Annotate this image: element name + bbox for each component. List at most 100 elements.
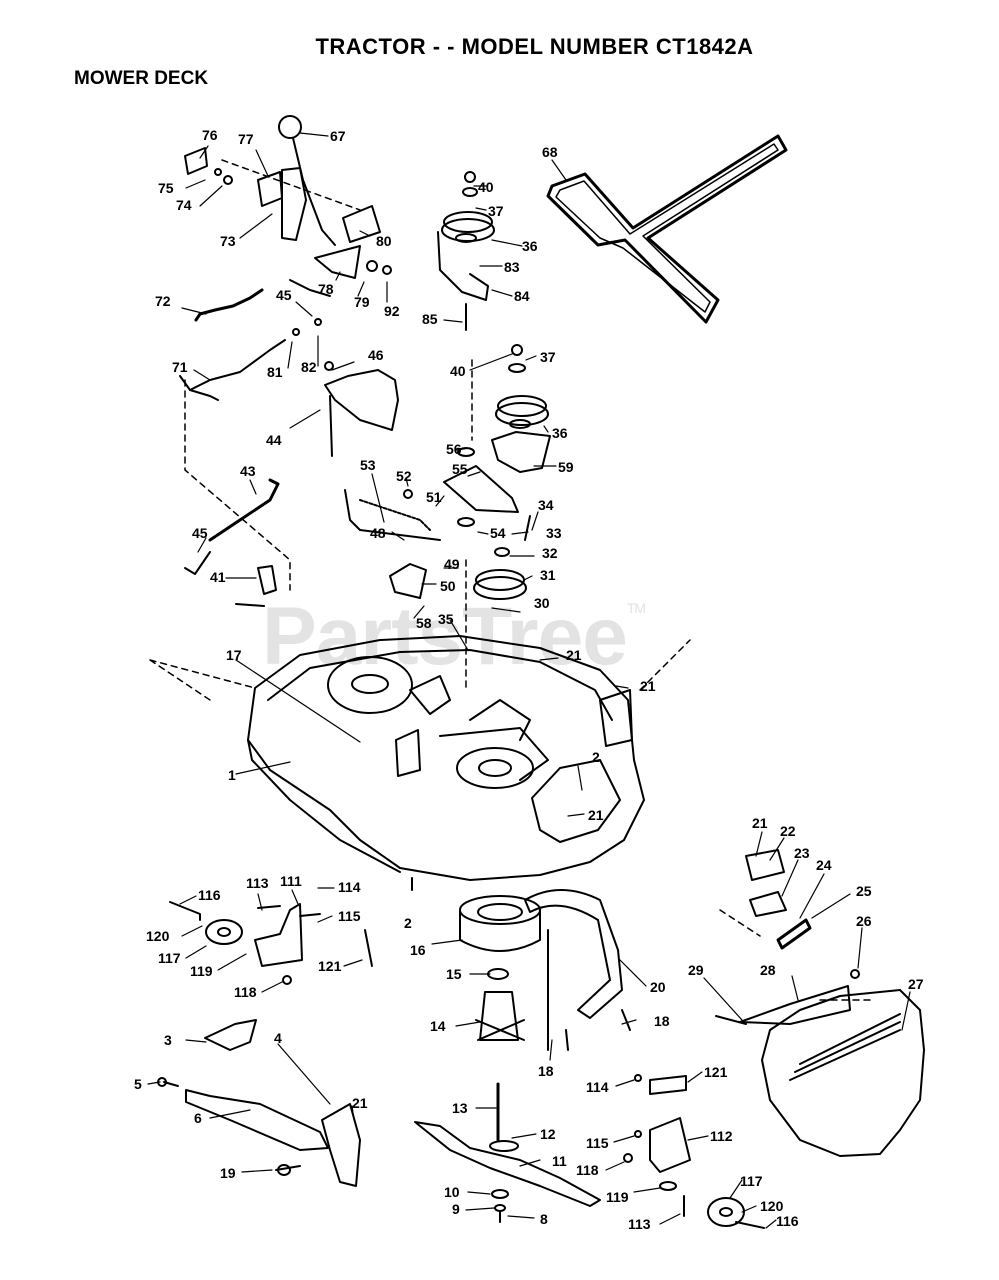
callout-53: 53 (360, 457, 376, 473)
callout-23: 23 (794, 845, 810, 861)
callout-113b: 113 (628, 1216, 651, 1232)
callout-18a: 18 (654, 1013, 670, 1029)
mower-deck-housing (149, 635, 691, 881)
callout-79: 79 (354, 294, 370, 310)
callout-8: 8 (540, 1211, 548, 1227)
callout-76: 76 (202, 127, 218, 143)
callout-10: 10 (444, 1184, 460, 1200)
callout-55: 55 (452, 461, 468, 477)
callout-115b: 115 (586, 1135, 609, 1151)
callout-116a: 116 (198, 887, 221, 903)
callout-56: 56 (446, 441, 462, 457)
callout-30: 30 (534, 595, 550, 611)
discharge-chute-assembly (715, 849, 925, 1157)
callout-20: 20 (650, 979, 666, 995)
callout-120a: 120 (146, 928, 170, 944)
callout-50: 50 (440, 578, 456, 594)
callout-81: 81 (267, 364, 283, 380)
callout-11: 11 (552, 1153, 567, 1169)
callout-12: 12 (540, 1126, 556, 1142)
callout-92: 92 (384, 303, 400, 319)
callout-119a: 119 (190, 963, 213, 979)
callout-44: 44 (266, 432, 282, 448)
callout-118b: 118 (576, 1162, 599, 1178)
callout-58: 58 (416, 615, 432, 631)
callout-111: 111 (280, 873, 302, 889)
callout-71: 71 (172, 359, 188, 375)
callout-37: 37 (488, 203, 504, 219)
callout-43: 43 (240, 463, 256, 479)
callout-28: 28 (760, 962, 776, 978)
callout-84: 84 (514, 288, 530, 304)
callout-24: 24 (816, 857, 832, 873)
callout-112: 112 (710, 1128, 733, 1144)
callout-37b: 37 (540, 349, 556, 365)
callout-32: 32 (542, 545, 558, 561)
callout-117b: 117 (740, 1173, 763, 1189)
callout-77: 77 (238, 131, 254, 147)
section-title: MOWER DECK (74, 68, 209, 89)
callout-118a: 118 (234, 984, 257, 1000)
callout-68: 68 (542, 144, 558, 160)
callout-121a: 121 (318, 958, 342, 974)
callout-46: 46 (368, 347, 384, 363)
callout-45b: 45 (192, 525, 208, 541)
callout-52: 52 (396, 468, 412, 484)
callout-73: 73 (220, 233, 236, 249)
callout-2a: 2 (592, 749, 600, 765)
callout-49: 49 (444, 556, 460, 572)
spindle-assembly (411, 877, 631, 1223)
callout-72: 72 (155, 293, 171, 309)
callout-21b: 21 (640, 678, 656, 694)
callout-36: 36 (522, 238, 538, 254)
callout-14: 14 (430, 1018, 446, 1034)
callout-25: 25 (856, 883, 872, 899)
callout-29: 29 (688, 962, 704, 978)
callout-116b: 116 (776, 1213, 799, 1229)
callout-1: 1 (228, 767, 236, 783)
callout-121b: 121 (704, 1064, 728, 1080)
callout-59: 59 (558, 459, 574, 475)
callout-83: 83 (504, 259, 520, 275)
callout-120b: 120 (760, 1198, 784, 1214)
callout-18b: 18 (538, 1063, 554, 1079)
callout-21d: 21 (352, 1095, 368, 1111)
callout-80: 80 (376, 233, 392, 249)
callout-2b: 2 (404, 915, 412, 931)
callout-35: 35 (438, 611, 454, 627)
callout-4: 4 (274, 1030, 282, 1046)
callout-114b: 114 (586, 1079, 609, 1095)
callout-119b: 119 (606, 1189, 629, 1205)
callout-78: 78 (318, 281, 334, 297)
callout-74: 74 (176, 197, 192, 213)
callout-41: 41 (210, 569, 226, 585)
callout-21a: 21 (566, 647, 582, 663)
callout-16: 16 (410, 942, 426, 958)
callout-48: 48 (370, 525, 386, 541)
callout-115a: 115 (338, 908, 361, 924)
callout-13: 13 (452, 1100, 468, 1116)
callout-34: 34 (538, 497, 554, 513)
callout-3: 3 (164, 1032, 172, 1048)
callout-113a: 113 (246, 875, 269, 891)
callout-21c: 21 (588, 807, 604, 823)
callout-6: 6 (194, 1110, 202, 1126)
page-title: TRACTOR - - MODEL NUMBER CT1842A (315, 34, 754, 59)
callout-19: 19 (220, 1165, 236, 1181)
callout-40: 40 (478, 179, 494, 195)
callout-5: 5 (134, 1076, 142, 1092)
lift-lever-assembly (179, 115, 399, 607)
callout-labels: 76 77 67 75 74 73 80 78 79 92 72 45 82 8… (134, 127, 924, 1232)
callout-36b: 36 (552, 425, 568, 441)
callout-82: 82 (301, 359, 317, 375)
callout-75: 75 (158, 180, 174, 196)
callout-17: 17 (226, 647, 242, 663)
callout-22: 22 (780, 823, 796, 839)
callout-40b: 40 (450, 363, 466, 379)
callout-31: 31 (540, 567, 556, 583)
callout-85: 85 (422, 311, 438, 327)
callout-54: 54 (490, 525, 506, 541)
mower-belt (546, 134, 788, 324)
gauge-wheel-left (169, 901, 373, 985)
